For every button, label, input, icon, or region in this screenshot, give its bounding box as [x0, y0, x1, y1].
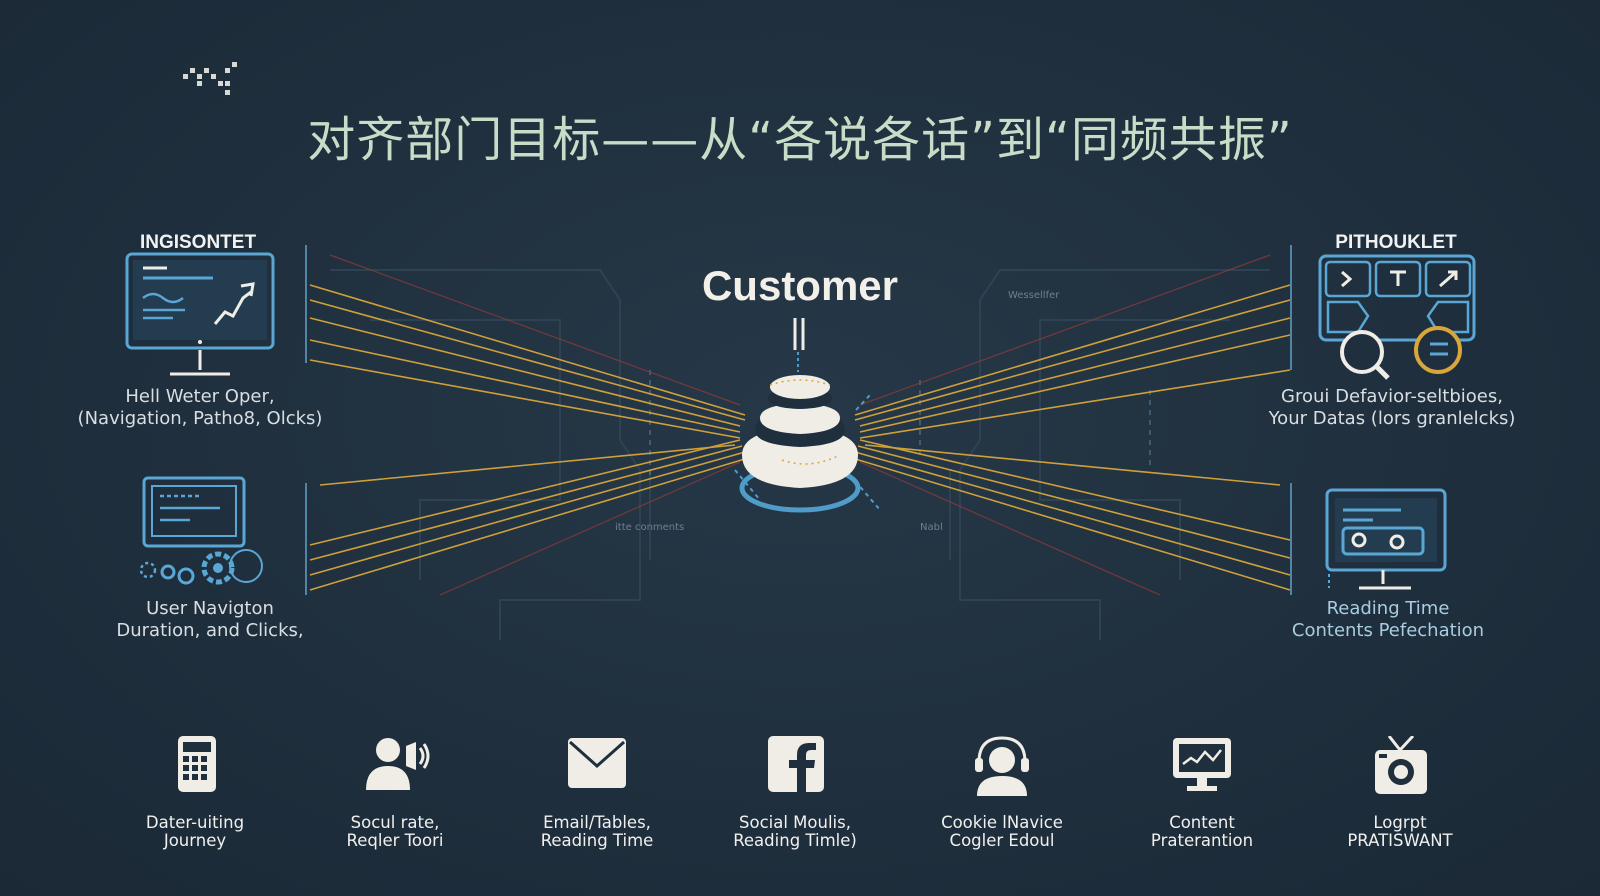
faint-label-left: itte conments [615, 522, 685, 533]
faint-label-top: Wessellfer [1008, 290, 1060, 301]
vertical-divider [1290, 483, 1292, 595]
vertical-divider [1290, 245, 1292, 370]
bottom-left-caption: User Navigton Duration, and Clicks, [116, 598, 304, 641]
email-icon [568, 738, 626, 788]
top-right-caption: Groui Defavior-seltbioes, Your Datas (lo… [1268, 386, 1516, 429]
brand-logo-icon [183, 62, 237, 95]
monitor-chart-icon [1173, 738, 1231, 791]
top-left-heading: INGISONTET [139, 232, 257, 253]
calculator-icon [178, 736, 216, 792]
customer-label: Customer [701, 262, 899, 309]
dashed-guides [649, 370, 1151, 480]
content-monitor-icon [1325, 488, 1447, 590]
top-left-caption: Hell Weter Oper, (Navigation, Patho8, Ol… [77, 386, 323, 429]
analytics-monitor-icon [125, 252, 275, 376]
bottom-right-caption: Reading Time Contents Pefechation [1291, 598, 1485, 641]
bottom-item-social-media: Social Moulis,Reading Timle) [705, 736, 885, 850]
settings-monitor-icon [139, 476, 263, 585]
right-red-lines [859, 254, 1271, 596]
vertical-divider [305, 483, 307, 595]
faint-label-right: Nabl [920, 522, 943, 533]
page-title: 对齐部门目标——从“各说各话”到“同频共振” [307, 112, 1293, 168]
dashboard-search-icon [1318, 254, 1476, 380]
facebook-icon [768, 736, 824, 792]
user-speaker-icon [366, 738, 430, 790]
top-right-heading: PITHOUKLET [1335, 232, 1457, 253]
camera-tv-icon [1375, 736, 1427, 794]
customer-stack-icon [734, 318, 881, 513]
bottom-item-email: Email/Tables,Reading Time [507, 736, 687, 850]
vertical-divider [305, 245, 307, 363]
headset-user-icon [975, 736, 1029, 796]
left-red-lines [329, 254, 741, 596]
left-converging-lines [309, 284, 749, 591]
right-converging-lines [851, 284, 1291, 591]
bottom-item-social-rate: Socul rate,Reqler Toori [305, 736, 485, 850]
